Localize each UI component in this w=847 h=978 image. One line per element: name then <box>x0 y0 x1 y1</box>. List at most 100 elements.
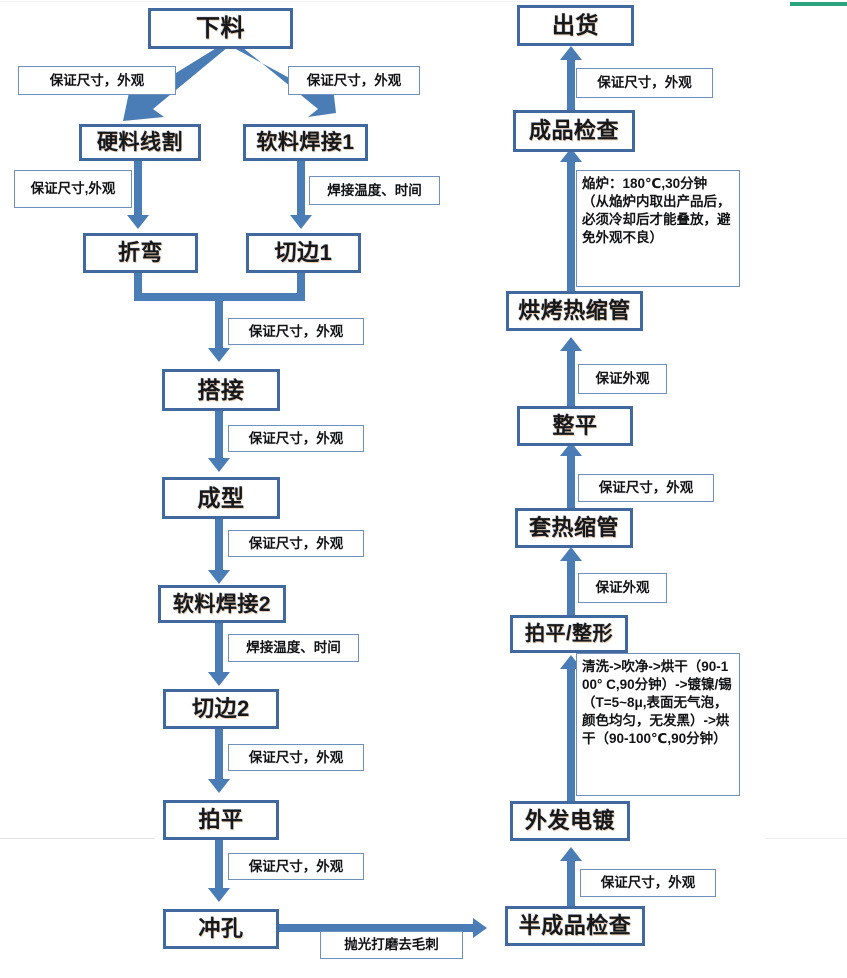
node-label: 出货 <box>552 12 599 38</box>
note-text: 保证外观 <box>595 371 650 387</box>
connector-hanjie2-to-qiebian2 <box>215 623 223 679</box>
node-label: 拍平/整形 <box>524 623 614 645</box>
node-ruanliao-hanjie-2[interactable]: 软料焊接2 <box>158 585 286 623</box>
page-hairline-left <box>0 838 155 839</box>
arrow-qiebian2-to-paiping <box>208 779 230 793</box>
note-text: 焊接温度、时间 <box>327 182 422 198</box>
connector-hongkao-to-chengpin <box>567 158 575 293</box>
connector-banchengpin-to-waifa <box>567 855 575 909</box>
node-label: 外发电镀 <box>524 808 615 833</box>
note-welding-temp-1: 焊接温度、时间 <box>309 176 440 205</box>
node-paiping[interactable]: 拍平 <box>163 800 279 840</box>
node-tao-reshuoguan[interactable]: 套热缩管 <box>515 508 633 548</box>
note-text: 抛光打磨去毛刺 <box>344 937 439 953</box>
node-hongkao-reshuoguan[interactable]: 烘烤热缩管 <box>506 291 643 331</box>
note-guarantee-appearance-2: 保证外观 <box>578 573 667 603</box>
arrow-paipingzx-to-taorsg <box>560 547 582 561</box>
node-label: 切边1 <box>274 240 333 265</box>
note-guarantee-7: 保证尺寸，外观 <box>228 744 364 771</box>
note-guarantee-6: 保证尺寸，外观 <box>228 530 364 557</box>
node-label: 整平 <box>552 413 598 438</box>
node-yingliao-xiange[interactable]: 硬料线割 <box>79 124 201 161</box>
note-welding-temp-2: 焊接温度、时间 <box>228 634 359 662</box>
connector-waifa-to-paipingzx <box>567 665 575 803</box>
note-text: 保证尺寸，外观 <box>306 72 402 88</box>
connector-merge-to-dajie <box>215 293 223 353</box>
arrow-banchengpin-to-waifa <box>560 847 582 861</box>
note-text: 保证尺寸,外观 <box>30 181 116 197</box>
arrow-chengpin-to-chuhuo <box>560 46 582 60</box>
arrow-hanjie2-to-qiebian2 <box>208 672 230 686</box>
node-qiebian-1[interactable]: 切边1 <box>246 233 361 273</box>
connector-paiping-to-chongkong <box>215 840 223 894</box>
note-text: 保证尺寸，外观 <box>248 749 344 765</box>
arrow-paiping-to-chongkong <box>208 888 230 902</box>
note-guarantee-11: 保证尺寸，外观 <box>576 68 713 98</box>
connector-zhengping-to-hongkao <box>567 345 575 407</box>
node-label: 套热缩管 <box>528 515 619 540</box>
node-paiping-zhengxing[interactable]: 拍平/整形 <box>510 615 628 653</box>
node-xialiao[interactable]: 下料 <box>148 8 293 49</box>
arrow-chongkong-to-banchengpin <box>473 918 487 938</box>
node-label: 搭接 <box>197 376 245 403</box>
arrow-zhengping-to-hongkao <box>560 337 582 351</box>
node-zhengping[interactable]: 整平 <box>517 406 633 446</box>
node-label: 折弯 <box>117 240 163 265</box>
connector-qiebian2-to-paiping <box>215 729 223 783</box>
node-chongkong[interactable]: 冲孔 <box>163 909 279 949</box>
note-text: 清洗->吹净->烘干（90-100° C,90分钟）->镀镍/锡（T=5~8μ,… <box>582 659 732 747</box>
note-guarantee-appearance-1: 保证外观 <box>578 364 667 394</box>
note-oven-detail: 焔炉：180℃,30分钟（从焔炉内取出产品后，必须冷却后才能叠放，避免外观不良） <box>576 170 740 287</box>
note-guarantee-5: 保证尺寸，外观 <box>228 425 364 452</box>
connector-dajie-to-chengxing <box>215 411 223 461</box>
note-text: 保证尺寸，外观 <box>597 75 692 91</box>
note-text: 焊接温度、时间 <box>246 640 341 656</box>
arrow-dajie-to-chengxing <box>208 458 230 472</box>
connector-yingliao-to-zhewan <box>134 161 142 219</box>
arrow-merge-to-dajie <box>208 348 230 362</box>
connector-taorsg-to-zhengping <box>567 450 575 510</box>
node-label: 切边2 <box>192 696 250 721</box>
note-guarantee-1: 保证尺寸，外观 <box>18 66 176 95</box>
note-guarantee-4: 保证尺寸，外观 <box>228 318 364 345</box>
connector-hanjie1-to-qiebian1 <box>297 161 305 219</box>
node-chengxing[interactable]: 成型 <box>162 477 280 519</box>
note-guarantee-8: 保证尺寸，外观 <box>228 853 364 880</box>
note-text: 保证尺寸，外观 <box>248 323 344 339</box>
connector-qiebian1-down <box>297 273 305 301</box>
node-qiebian-2[interactable]: 切边2 <box>163 689 279 729</box>
node-label: 成型 <box>197 484 245 511</box>
node-waifa-dianduo[interactable]: 外发电镀 <box>510 801 630 841</box>
connector-paipingzx-to-taorsg <box>567 555 575 617</box>
connector-chengpin-to-chuhuo <box>567 56 575 112</box>
note-electroplating-detail: 清洗->吹净->烘干（90-100° C,90分钟）->镀镍/锡（T=5~8μ,… <box>576 653 740 796</box>
node-dajie[interactable]: 搭接 <box>162 369 280 411</box>
note-text: 焔炉：180℃,30分钟（从焔炉内取出产品后，必须冷却后才能叠放，避免外观不良） <box>582 176 731 246</box>
note-text: 保证外观 <box>595 580 650 596</box>
page-hairline-right <box>765 838 847 839</box>
node-chengpin-jiancha[interactable]: 成品检查 <box>513 110 635 152</box>
note-text: 保证尺寸，外观 <box>248 535 344 551</box>
node-ruanliao-hanjie-1[interactable]: 软料焊接1 <box>243 124 368 161</box>
arrow-chengxing-to-hanjie2 <box>208 570 230 584</box>
arrow-hanjie1-to-qiebian1 <box>290 215 312 229</box>
node-label: 半成品检查 <box>518 913 632 938</box>
node-label: 拍平 <box>198 807 244 832</box>
note-guarantee-3: 保证尺寸,外观 <box>14 170 132 208</box>
note-text: 保证尺寸，外观 <box>600 875 696 891</box>
note-guarantee-9: 保证尺寸，外观 <box>580 869 716 897</box>
arrow-yingliao-to-zhewan <box>127 215 149 229</box>
connector-zhewan-down <box>134 273 142 301</box>
node-banchengpin-jiancha[interactable]: 半成品检查 <box>505 906 645 946</box>
note-text: 保证尺寸，外观 <box>248 430 344 446</box>
page-top-hairline <box>0 1 640 2</box>
connector-chongkong-to-banchengpin <box>279 924 475 932</box>
connector-chengxing-to-hanjie2 <box>215 519 223 575</box>
note-polish-deburr: 抛光打磨去毛刺 <box>320 931 463 959</box>
node-label: 烘烤热缩管 <box>518 298 631 323</box>
green-marker-bar <box>790 2 847 6</box>
note-text: 保证尺寸，外观 <box>49 72 145 88</box>
node-zhewan[interactable]: 折弯 <box>83 233 198 273</box>
node-label: 成品检查 <box>528 118 619 143</box>
node-chuhuo[interactable]: 出货 <box>517 5 634 46</box>
